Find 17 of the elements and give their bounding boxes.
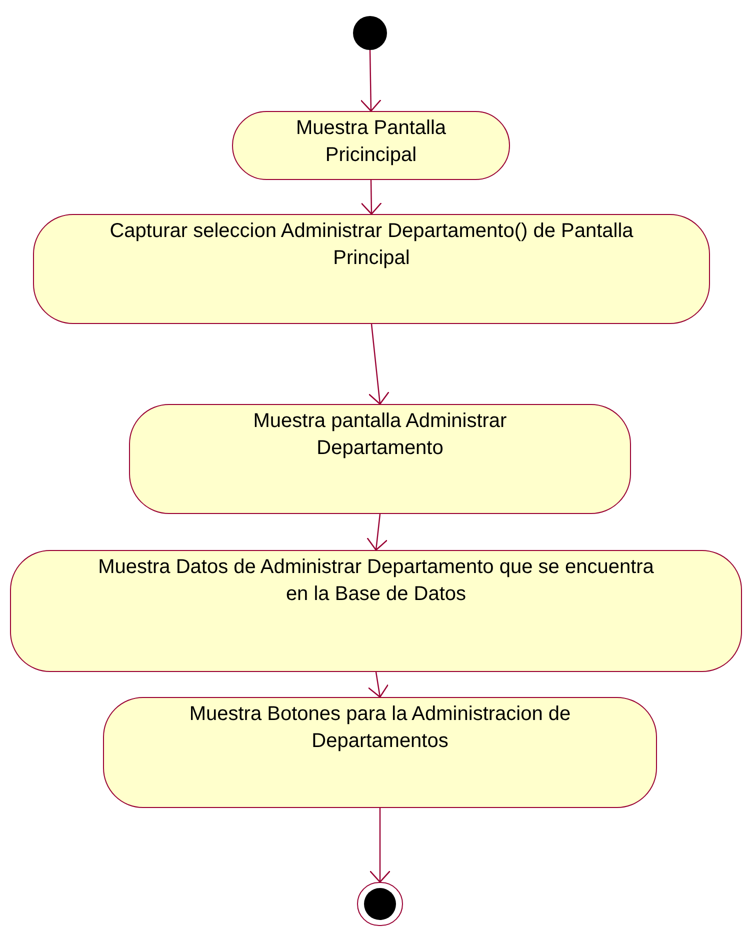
arrow bbox=[360, 180, 382, 215]
activity-box bbox=[33, 214, 710, 324]
activity-box bbox=[10, 550, 742, 672]
end-node bbox=[357, 882, 403, 926]
arrow bbox=[366, 514, 388, 551]
arrow bbox=[368, 324, 390, 405]
activity-label: Muestra Pantalla Pricincipal bbox=[294, 116, 448, 168]
activity-label: Muestra Datos de Administrar Departamento que se encuentra en la Base de Datos bbox=[97, 555, 655, 607]
activity-box bbox=[129, 404, 631, 514]
activity-label: Capturar seleccion Administrar Departamento() de Pantalla Principal bbox=[108, 219, 634, 271]
activity-label: Muestra pantalla Administrar Departamento bbox=[252, 409, 508, 461]
arrow bbox=[360, 50, 382, 112]
arrow bbox=[369, 808, 391, 883]
arrow bbox=[368, 672, 389, 698]
activity-box bbox=[103, 697, 657, 808]
activity-label: Muestra Botones para la Administracion de Departamentos bbox=[188, 702, 572, 754]
start-node bbox=[353, 16, 387, 50]
